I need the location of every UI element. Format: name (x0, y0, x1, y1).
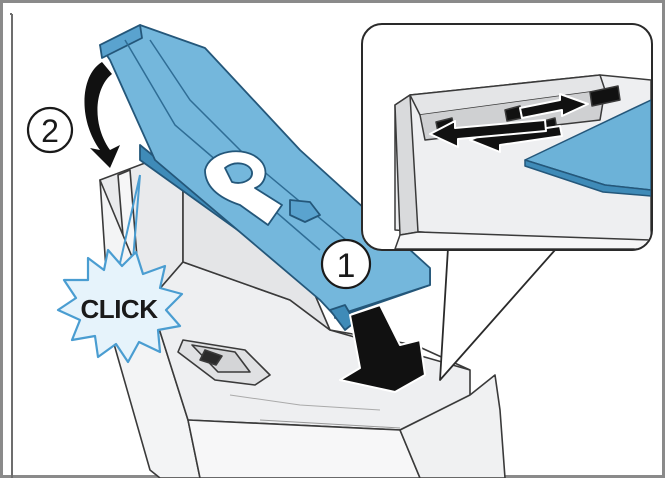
step-1-marker: 1 (322, 240, 370, 288)
step-2-label: 2 (41, 113, 59, 149)
step-2-marker: 2 (28, 108, 72, 152)
step-1-label: 1 (337, 247, 356, 285)
click-label: CLICK (81, 294, 159, 324)
